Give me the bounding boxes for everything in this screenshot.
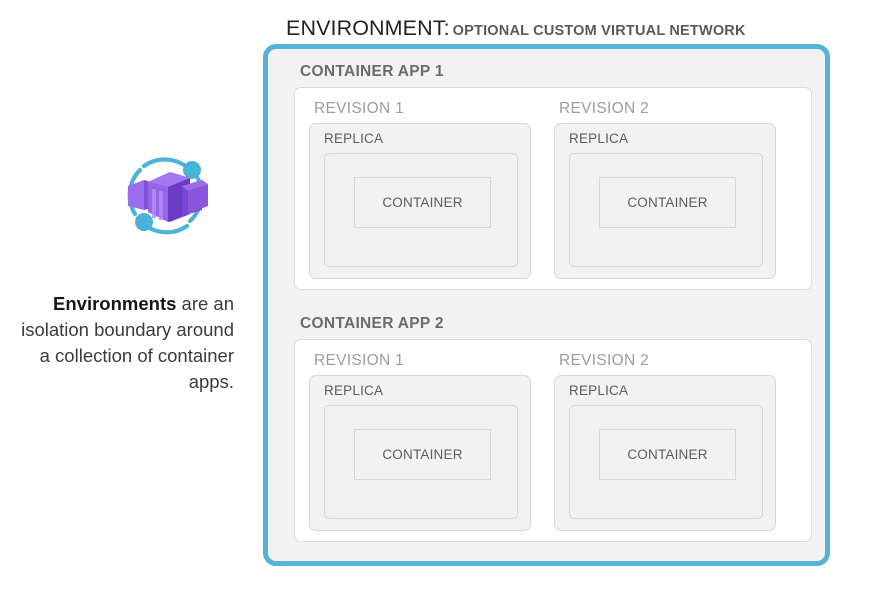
replica-inner-box: CONTAINER — [569, 153, 763, 267]
environments-description: Environments are an isolation boundary a… — [12, 291, 234, 395]
environment-heading-main: ENVIRONMENT: — [286, 16, 450, 40]
replica-inner-box: CONTAINER — [324, 405, 518, 519]
revision-group: REVISION 2 REPLICA CONTAINER — [554, 352, 776, 531]
replica-box: REPLICA CONTAINER — [309, 375, 531, 531]
environment-heading-sub: OPTIONAL CUSTOM VIRTUAL NETWORK — [452, 23, 746, 39]
container-app-section: CONTAINER APP 2 REVISION 1 REPLICA CONTA… — [294, 315, 812, 542]
environments-description-strong: Environments — [53, 292, 177, 314]
container-label: CONTAINER — [627, 195, 708, 210]
container-box: CONTAINER — [599, 177, 736, 228]
container-app-title: CONTAINER APP 1 — [300, 63, 444, 80]
replica-inner-box: CONTAINER — [569, 405, 763, 519]
revision-group: REVISION 1 REPLICA CONTAINER — [309, 100, 531, 279]
container-box: CONTAINER — [599, 429, 736, 480]
replica-label: REPLICA — [569, 131, 629, 146]
replica-label: REPLICA — [569, 383, 629, 398]
revision-group: REVISION 2 REPLICA CONTAINER — [554, 100, 776, 279]
container-label: CONTAINER — [382, 195, 463, 210]
left-info-panel: Environments are an isolation boundary a… — [0, 0, 250, 593]
container-app-section: CONTAINER APP 1 REVISION 1 REPLICA CONTA… — [294, 63, 812, 290]
revision-title: REVISION 2 — [559, 352, 649, 369]
environments-description-rest: are an isolation boundary around a colle… — [21, 292, 234, 392]
container-app-title: CONTAINER APP 2 — [300, 315, 444, 332]
environment-boundary: CONTAINER APP 1 REVISION 1 REPLICA CONTA… — [263, 44, 830, 566]
revision-group: REVISION 1 REPLICA CONTAINER — [309, 352, 531, 531]
replica-label: REPLICA — [324, 131, 384, 146]
replica-box: REPLICA CONTAINER — [554, 375, 776, 531]
container-app-box: REVISION 1 REPLICA CONTAINER REVISION 2 … — [294, 87, 812, 290]
environment-heading: ENVIRONMENT:OPTIONAL CUSTOM VIRTUAL NETW… — [286, 16, 746, 41]
container-box: CONTAINER — [354, 429, 491, 480]
azure-container-apps-logo-icon — [118, 148, 214, 244]
container-app-box: REVISION 1 REPLICA CONTAINER REVISION 2 … — [294, 339, 812, 542]
replica-box: REPLICA CONTAINER — [554, 123, 776, 279]
replica-inner-box: CONTAINER — [324, 153, 518, 267]
container-label: CONTAINER — [627, 447, 708, 462]
revision-title: REVISION 2 — [559, 100, 649, 117]
container-box: CONTAINER — [354, 177, 491, 228]
container-label: CONTAINER — [382, 447, 463, 462]
revision-title: REVISION 1 — [314, 352, 404, 369]
replica-box: REPLICA CONTAINER — [309, 123, 531, 279]
replica-label: REPLICA — [324, 383, 384, 398]
revision-title: REVISION 1 — [314, 100, 404, 117]
